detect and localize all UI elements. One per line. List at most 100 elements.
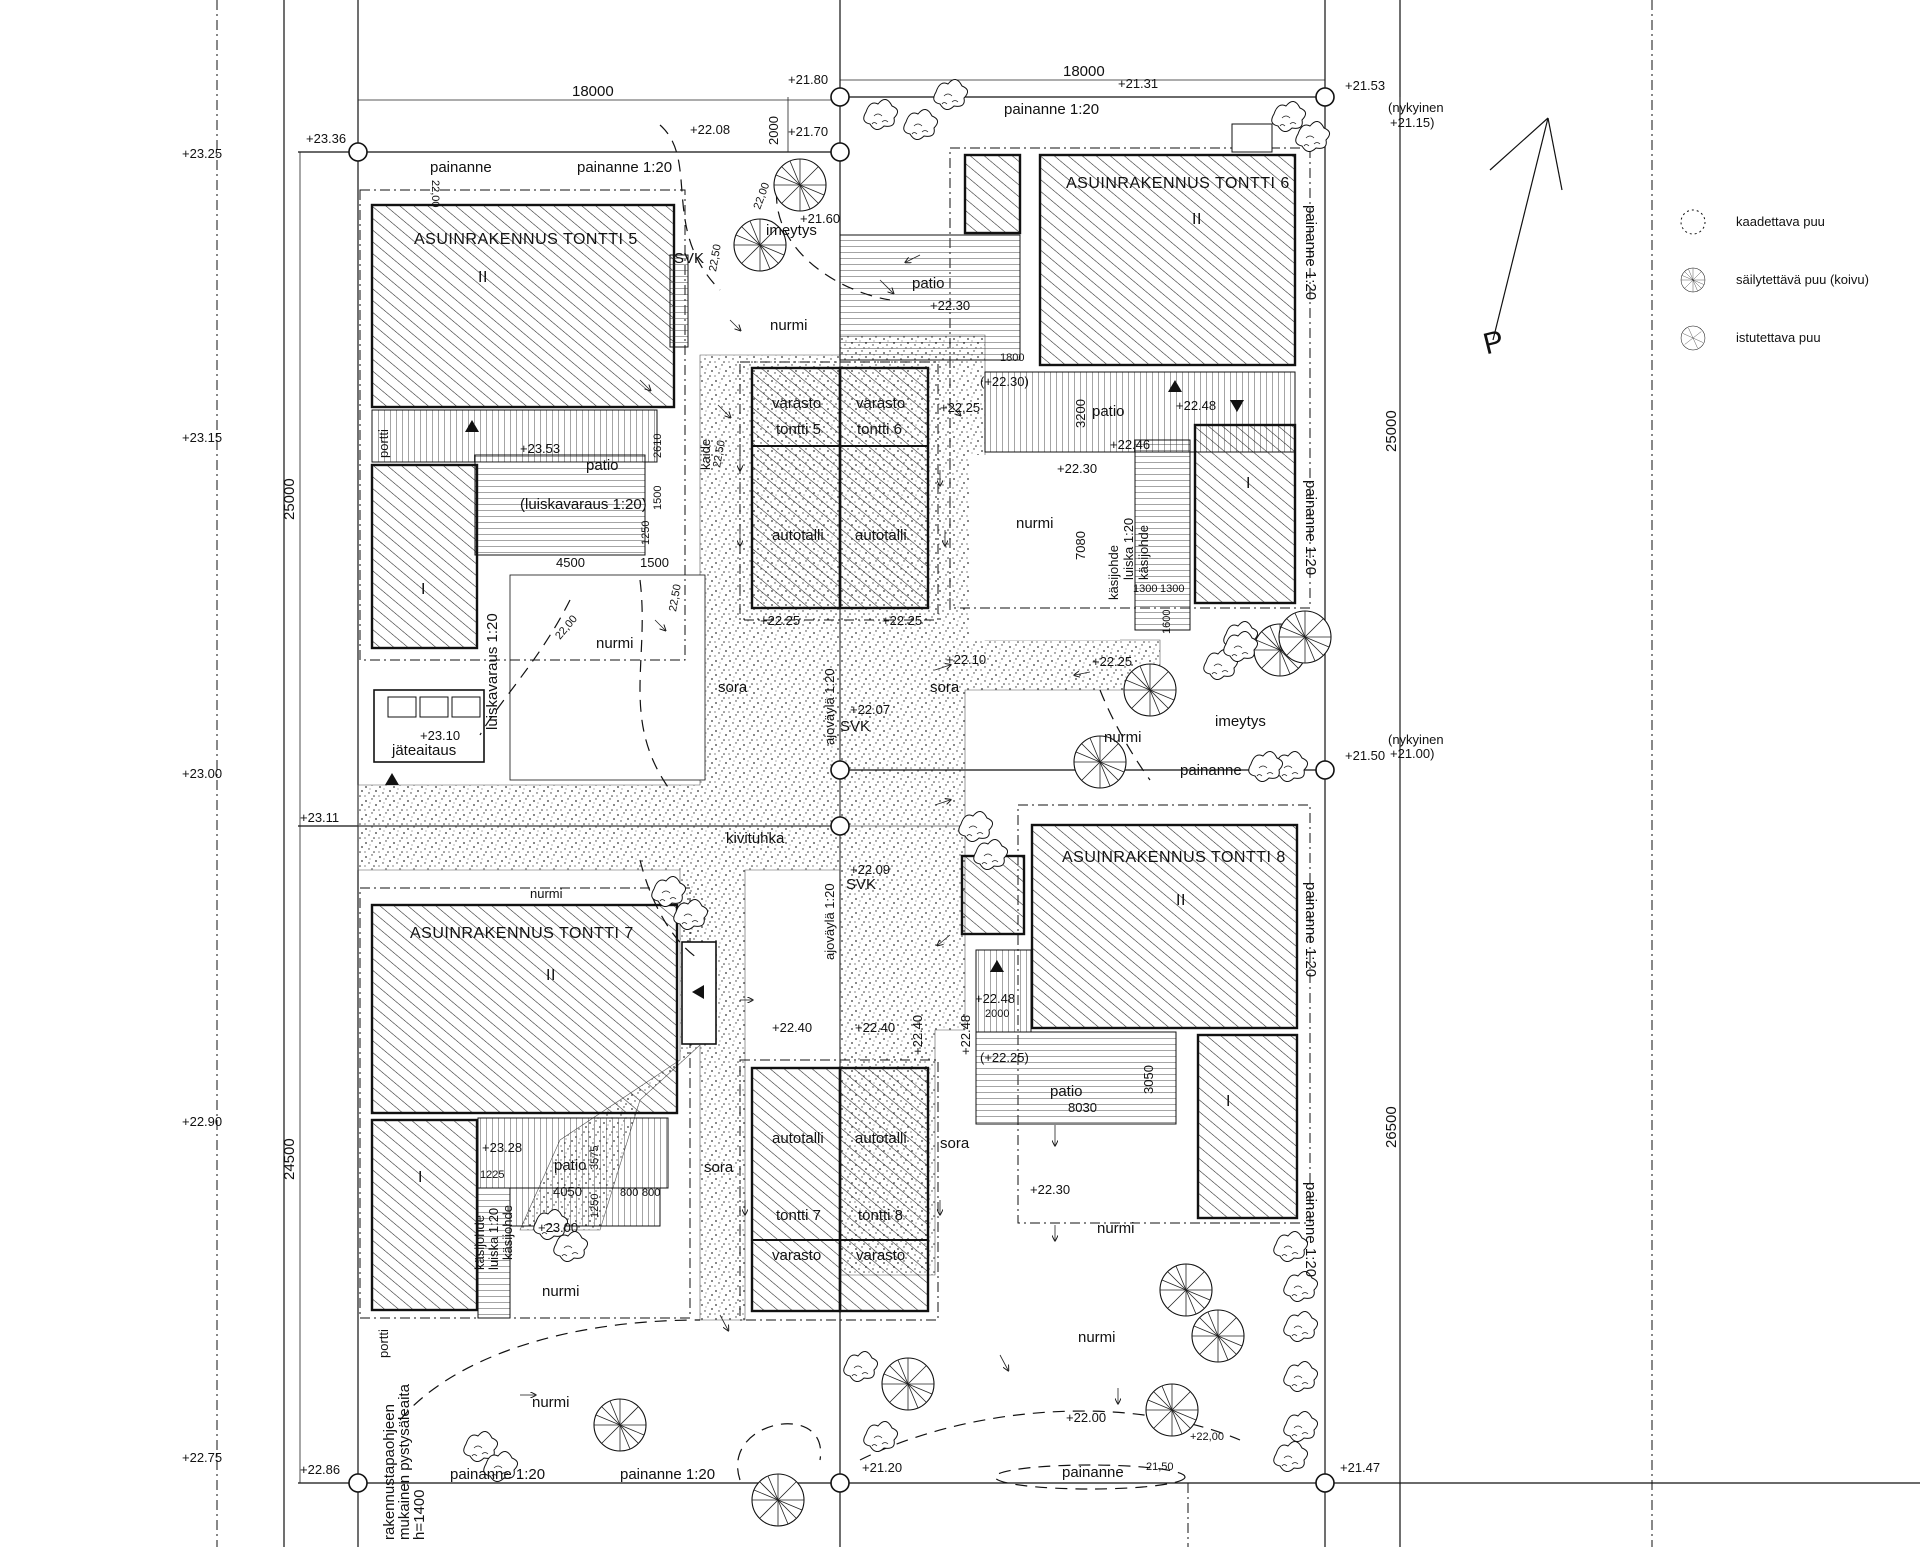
patio-6a: patio — [912, 275, 945, 292]
contour-4: 22,50 — [711, 439, 728, 468]
level-w-mid: +23.11 — [300, 810, 339, 825]
dim-ramp6-a: 1300 — [1133, 583, 1157, 595]
dim-patio6: 1800 — [1000, 352, 1024, 364]
level-22-40-a: +22.40 — [772, 1020, 812, 1035]
floors-7-upper: II — [546, 967, 556, 984]
contour-7: 21,50 — [1146, 1461, 1174, 1473]
plot-7-garage: tontti 7 — [776, 1207, 821, 1224]
level-22-08: +22.08 — [690, 122, 730, 137]
swale-v1: painanne 1:20 — [1302, 205, 1319, 300]
storage-8: varasto — [856, 1247, 905, 1264]
floors-7-lower: I — [418, 1169, 423, 1186]
level-22-30-d: +22.30 — [1030, 1182, 1070, 1197]
floors-8-upper: II — [1176, 892, 1186, 909]
contour-8: +22,00 — [1190, 1431, 1224, 1443]
level-22-30-a: +22.30 — [930, 298, 970, 313]
dim-depth-left-lower: 24500 — [281, 1138, 298, 1180]
handrail-7a: käsijohde — [472, 1215, 487, 1270]
floors-6-lower: I — [1246, 475, 1251, 492]
dim-ramp6-b: 1300 — [1160, 583, 1184, 595]
level-se: +21.47 — [1340, 1460, 1380, 1475]
lawn-9: nurmi — [532, 1394, 570, 1411]
road-level-5: +22.75 — [182, 1450, 222, 1465]
swale-2: painanne 1:20 — [577, 159, 672, 176]
handrail-6b: käsijohde — [1136, 525, 1151, 580]
gravel-2: sora — [930, 679, 960, 696]
gravel-1: sora — [718, 679, 748, 696]
plot-6-garage: tontti 6 — [857, 421, 902, 438]
level-22-09: +22.09 — [850, 862, 890, 877]
level-22-48-a: +22.48 — [1176, 398, 1216, 413]
gate-2: portti — [376, 1329, 391, 1358]
floors-5-upper: II — [478, 269, 488, 286]
svk-2: SVK — [840, 718, 870, 735]
dim-patio5-ra: 1500 — [652, 486, 664, 510]
patio-5: patio — [586, 457, 619, 474]
railing: kaide — [698, 439, 713, 470]
legend — [1680, 209, 1706, 351]
patio-6b: patio — [1092, 403, 1125, 420]
house-6-label: ASUINRAKENNUS TONTTI 6 — [1066, 175, 1290, 192]
svk-3: SVK — [846, 876, 876, 893]
swale-v4: painanne 1:20 — [1302, 1182, 1319, 1277]
level-22-25-a: +22.25 — [940, 400, 980, 415]
dim-patio8-d: 3050 — [1141, 1065, 1156, 1094]
dim-patio6-h: 3200 — [1073, 399, 1088, 428]
gravel-4: sora — [940, 1135, 970, 1152]
house-5-label: ASUINRAKENNUS TONTTI 5 — [414, 231, 638, 248]
flow-arrows — [520, 254, 1118, 1403]
lawn-3: nurmi — [596, 635, 634, 652]
level-22-30-c: +22.30 — [1057, 461, 1097, 476]
level-22-00: +22.00 — [1066, 1410, 1106, 1425]
road-level-4: +22.90 — [182, 1114, 222, 1129]
dim-patio7-e: 3575 — [589, 1146, 601, 1170]
legend-keep-label: säilytettävä puu (koivu) — [1736, 272, 1869, 287]
gate-1: portti — [376, 429, 391, 458]
storage-6: varasto — [856, 395, 905, 412]
dim-ramp6-c: 1600 — [1161, 610, 1173, 634]
level-22-40-c: +22.40 — [910, 1015, 925, 1055]
infiltration-1: imeytys — [766, 222, 817, 239]
ramp-reserve: (luiskavaraus 1:20) — [520, 496, 647, 513]
dim-patio7-d: 800 — [642, 1187, 660, 1199]
lawn-4: nurmi — [1104, 729, 1142, 746]
dim-patio5-w: 4500 — [556, 555, 585, 570]
level-ne-mid: +21.80 — [788, 72, 828, 87]
road-level-1: +23.25 — [182, 146, 222, 161]
north-label: P — [1480, 324, 1507, 361]
dim-ramp6: 7080 — [1073, 531, 1088, 560]
lawn-2: nurmi — [1016, 515, 1054, 532]
level-22-30-b: (+22.30) — [980, 374, 1029, 389]
patio-8: patio — [1050, 1083, 1083, 1100]
dim-depth-left-upper: 25000 — [281, 478, 298, 520]
level-ne-note-val: +21.15) — [1390, 115, 1434, 130]
legend-remove-label: kaadettava puu — [1736, 214, 1825, 229]
plot-5-garage: tontti 5 — [776, 421, 821, 438]
level-22-25-e: (+22.25) — [980, 1050, 1029, 1065]
dim-patio7-a: 1225 — [480, 1169, 504, 1181]
level-nw: +23.36 — [306, 131, 346, 146]
ramp-7: luiska 1:20 — [486, 1208, 501, 1270]
house-7-label: ASUINRAKENNUS TONTTI 7 — [410, 925, 634, 942]
level-22-07: +22.07 — [850, 702, 890, 717]
level-sw: +22.86 — [300, 1462, 340, 1477]
level-top-mid: +21.31 — [1118, 76, 1158, 91]
level-23-00: +23.00 — [538, 1220, 578, 1235]
lawn-5: nurmi — [530, 886, 563, 901]
swale-5: painanne 1:20 — [450, 1466, 545, 1483]
legend-plant-label: istutettava puu — [1736, 330, 1821, 345]
swale-3: painanne 1:20 — [1004, 101, 1099, 118]
garage-5: autotalli — [772, 527, 824, 544]
dimension-lines — [299, 79, 1401, 1483]
dim-patio7-b: 4050 — [553, 1184, 582, 1199]
floors-5-lower: I — [421, 581, 426, 598]
svk-1: SVK — [674, 250, 704, 267]
level-triangles — [385, 380, 1244, 999]
floors-6-upper: II — [1192, 211, 1202, 228]
dim-depth-right-lower: 26500 — [1383, 1106, 1400, 1148]
level-22-40-b: +22.40 — [855, 1020, 895, 1035]
contour-3: 22,00 — [752, 181, 773, 211]
dim-patio5-rc: 1500 — [640, 555, 669, 570]
lawn-1: nurmi — [770, 317, 808, 334]
